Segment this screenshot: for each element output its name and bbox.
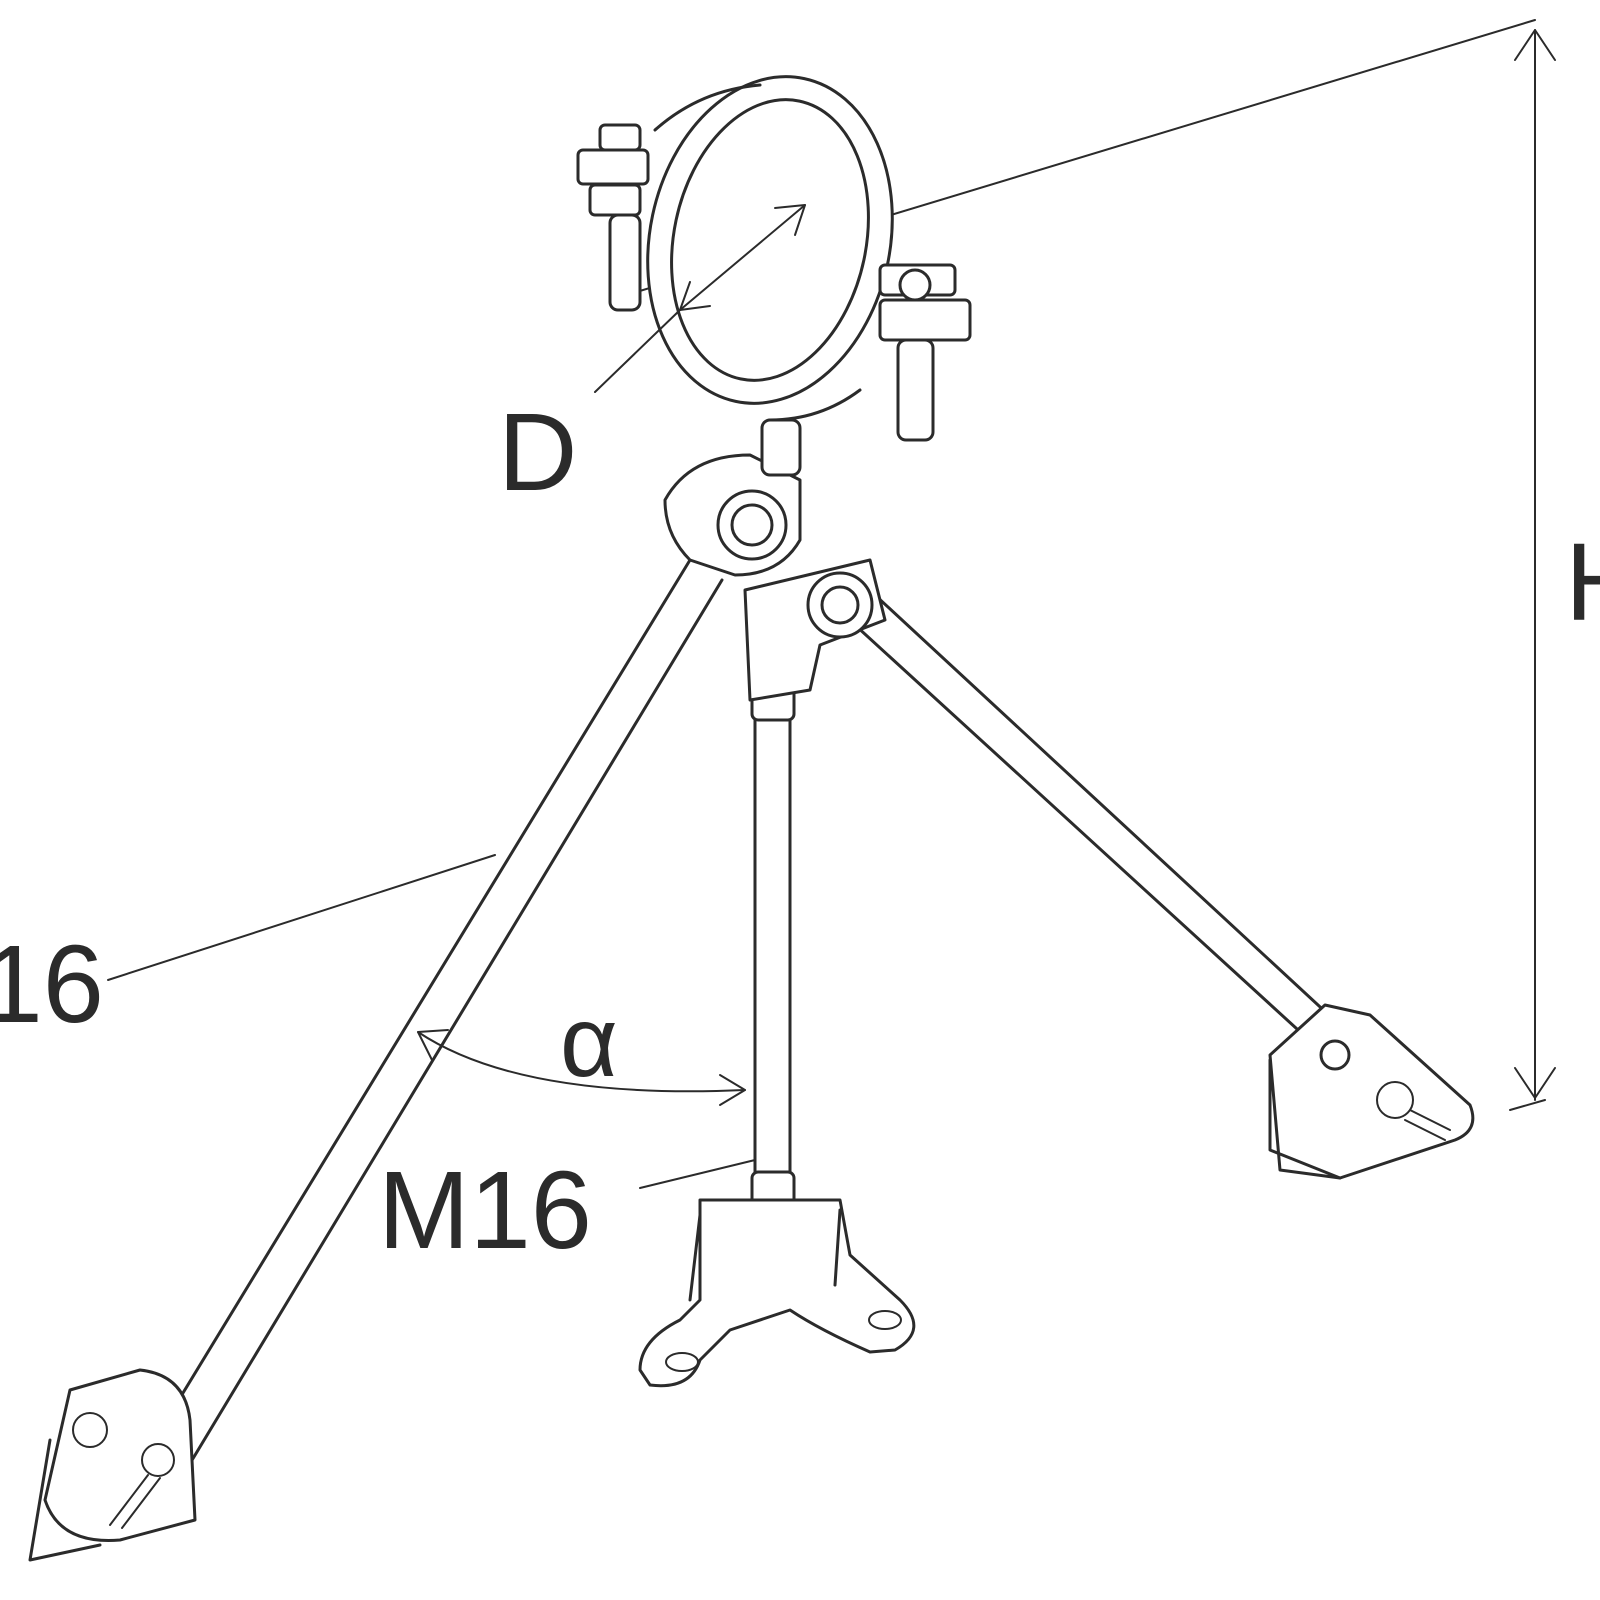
right-anchor-bracket bbox=[1268, 1003, 1475, 1180]
base-foot-bracket bbox=[638, 1198, 916, 1388]
rod-center-label: M16 bbox=[378, 1149, 592, 1272]
angle-arc bbox=[417, 1029, 746, 1106]
rod-left-label: M16 bbox=[0, 923, 104, 1046]
rod-center-leader bbox=[639, 1159, 756, 1189]
clamp-bolt-right bbox=[878, 263, 972, 442]
clamp-bolt-left bbox=[576, 123, 650, 312]
center-threaded-rod bbox=[750, 663, 796, 1234]
height-label: H bbox=[1565, 521, 1600, 644]
pipe-clamp-ring bbox=[646, 75, 894, 422]
rod-left-leader bbox=[107, 854, 496, 981]
diameter-dimension bbox=[594, 204, 806, 393]
diameter-label: D bbox=[498, 391, 577, 514]
left-anchor-bracket bbox=[28, 1368, 197, 1562]
angle-label: α bbox=[560, 986, 618, 1098]
hub-connector bbox=[663, 418, 887, 702]
left-strut-rod bbox=[128, 558, 724, 1502]
right-strut-rod bbox=[853, 593, 1347, 1052]
